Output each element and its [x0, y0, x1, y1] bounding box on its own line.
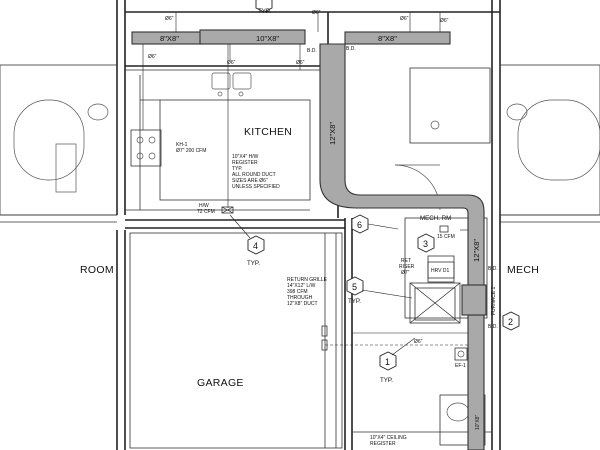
bd-right-1: B.D. — [488, 266, 498, 272]
return-grille-5: 12"X8" DUCT — [287, 301, 318, 307]
return-grille-1: RETURN GRILLE — [287, 277, 328, 283]
hrv-box — [427, 261, 455, 279]
duct-size-vertical-main: 12"X8" — [328, 122, 337, 145]
svg-text:2: 2 — [508, 317, 513, 327]
svg-text:TYP.: TYP. — [258, 8, 271, 15]
duct-size-labels: 8"X8" 10"X8" 8"X8" 12"X8" 12"X8" 10"X8" — [160, 34, 481, 430]
callout-1: 1 TYP. — [379, 337, 416, 384]
ceiling-reg-1: 10"X4" CEILING — [370, 435, 407, 441]
note-hw-5: SIZES ARE Ø6" — [232, 178, 268, 184]
note-hw-6: UNLESS SPECIFIED — [232, 184, 280, 190]
room-right: MECH — [507, 264, 539, 276]
ductwork — [131, 29, 487, 450]
hrv-label: HRV D1 — [431, 268, 449, 274]
duct-size-top-mid: 10"X8" — [256, 34, 279, 43]
duct-size-top-right: 8"X8" — [378, 34, 397, 43]
svg-text:TYP.: TYP. — [247, 260, 260, 267]
bd-top: B.D. — [307, 48, 317, 54]
note-hw-1: 10"X4" H/W — [232, 154, 259, 160]
kh1-line1: KH-1 — [176, 142, 188, 148]
cfm15-register — [439, 225, 449, 233]
note-hw-2: REGISTER — [232, 160, 258, 166]
diffuser-8: Ø6" — [414, 339, 423, 345]
callout-6: 6 — [351, 214, 399, 234]
hw-line2: 72 CFM — [197, 209, 215, 215]
callouts: 1 TYP. 2 3 4 TYP. 5 TYP. 6 — [229, 0, 520, 384]
hw-line1: H/W — [199, 203, 209, 209]
hw-register — [221, 206, 234, 214]
top-duct-right — [344, 31, 451, 45]
room-garage: GARAGE — [197, 377, 244, 389]
diffuser-2: Ø6" — [227, 60, 236, 66]
return-grille-box — [414, 287, 456, 321]
callout-4: 4 TYP. — [229, 214, 265, 267]
diffuser-3: Ø6" — [296, 60, 305, 66]
room-labels: KITCHEN GARAGE ROOM MECH MECH. RM — [80, 126, 539, 389]
svg-text:TYP.: TYP. — [348, 298, 361, 305]
diffuser-1: Ø6" — [165, 16, 174, 22]
return-grille-2: 14"X12" L/W — [287, 283, 316, 289]
diffuser-7: Ø6" — [148, 54, 157, 60]
room-kitchen: KITCHEN — [244, 126, 292, 138]
furnace-label: FURNACE 1 — [491, 286, 497, 315]
ret-riser-1: RET — [401, 258, 411, 264]
top-duct-mid — [199, 29, 306, 45]
callout-3: 3 — [417, 233, 435, 253]
diffuser-4: Ø6" — [312, 10, 321, 16]
return-grille-4: THROUGH — [287, 295, 313, 301]
ef1-fan — [454, 347, 468, 361]
kh1-line2: Ø7" 200 CFM — [176, 148, 206, 154]
diffuser-6: Ø6" — [440, 18, 449, 24]
note-hw-3: TYP. — [232, 166, 242, 172]
callout-5: 5 TYP. — [346, 276, 413, 305]
ef1-label: EF-1 — [455, 363, 466, 369]
callout-2: 2 — [502, 311, 520, 331]
ceiling-reg-2: REGISTER — [370, 441, 396, 447]
duct-size-top-left: 8"X8" — [160, 34, 179, 43]
duct-size-vertical-right: 12"X8" — [472, 239, 481, 262]
ret-riser-2: RISER — [399, 264, 415, 270]
svg-text:5: 5 — [352, 282, 357, 292]
svg-text:1: 1 — [385, 357, 390, 367]
ret-riser-3: Ø7" — [401, 270, 410, 276]
left-wall-register-2 — [321, 339, 328, 351]
return-grille-3: 398 CFM — [287, 289, 308, 295]
furnace-riser — [461, 284, 487, 316]
left-wall-register-1 — [321, 325, 328, 337]
svg-text:4: 4 — [253, 241, 258, 251]
room-left: ROOM — [80, 264, 114, 276]
diffuser-labels: Ø6" Ø6" Ø6" Ø6" Ø6" Ø6" Ø6" Ø6" — [148, 10, 449, 345]
equipment-labels: B.D. B.D. B.D. B.D. KH-1 Ø7" 200 CFM H/W… — [176, 46, 498, 447]
duct-size-bottom-right: 10"X8" — [475, 415, 481, 430]
callout-typ-top: TYP. — [255, 0, 273, 15]
svg-text:TYP.: TYP. — [380, 377, 393, 384]
bd-right-2: B.D. — [488, 324, 498, 330]
svg-text:6: 6 — [357, 220, 362, 230]
note-hw-4: ALL ROUND DUCT — [232, 172, 276, 178]
room-mech: MECH. RM — [420, 215, 451, 222]
svg-text:3: 3 — [423, 239, 428, 249]
branches — [142, 12, 468, 346]
registers — [221, 206, 468, 361]
cfm15-label: 15 CFM — [437, 234, 455, 240]
bd-top-2: B.D. — [346, 46, 356, 52]
diffuser-5: Ø6" — [400, 16, 409, 22]
